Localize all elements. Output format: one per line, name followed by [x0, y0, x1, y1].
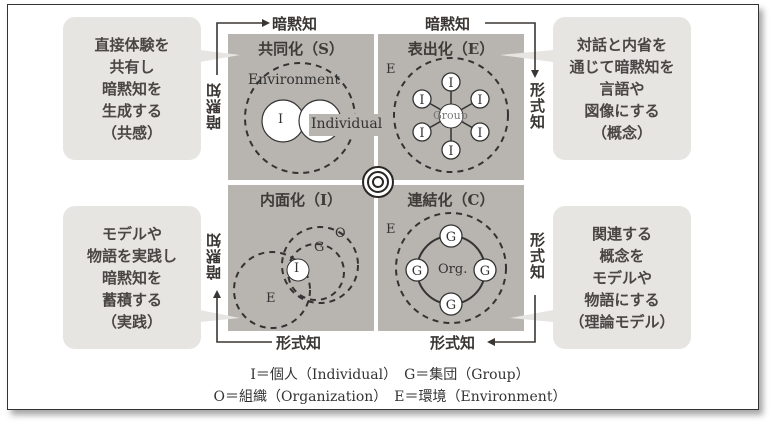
callout-line: 通じて暗黙知を — [569, 57, 675, 76]
individual-label: Individual — [311, 116, 383, 132]
arrow-explicit-to-explicit — [495, 295, 536, 343]
callout-line: 物語を実践し — [86, 246, 177, 265]
label-tacit-top-right: 暗黙知 — [425, 15, 471, 33]
callout-line: 言語や — [599, 79, 645, 98]
individual-node — [412, 89, 432, 109]
arrow-tacit-to-explicit — [485, 22, 536, 70]
label-tacit-left-top: 暗黙知 — [205, 82, 223, 130]
callout-line: 暗黙知を — [101, 268, 162, 287]
organization-circle — [281, 226, 359, 304]
callout-line: 共有し — [109, 57, 155, 76]
environment-circle — [233, 251, 311, 329]
callout-line: （共感） — [101, 123, 162, 142]
quadrant-title: 内面化（I） — [259, 191, 343, 209]
group-node — [439, 224, 463, 248]
individual-node-label: I — [448, 76, 453, 91]
callout-line: 物語にする — [584, 290, 660, 309]
group-node — [439, 292, 463, 316]
legend-line-1: I＝個人（Individual） G＝集団（Group） — [250, 367, 530, 383]
individual-circle — [286, 258, 310, 282]
individual-node — [470, 122, 490, 142]
legend-line-2: O＝組織（Organization） E＝環境（Environment） — [213, 389, 567, 405]
callout-line: （概念） — [591, 123, 652, 142]
callout-line: （実践） — [101, 312, 162, 331]
callout-socialization: 直接体験を 共有し 暗黙知を 生成する （共感） — [63, 17, 201, 160]
callout-externalization: 対話と内省を 通じて暗黙知を 言語や 図像にする （概念） — [553, 17, 691, 160]
group-circle — [287, 243, 345, 301]
environment-circle — [395, 212, 507, 324]
label-explicit-bottom-left: 形式知 — [276, 334, 322, 352]
callout-line: 関連する — [591, 224, 652, 243]
environment-mark: E — [386, 222, 396, 237]
quadrant-title: 表出化（E） — [407, 40, 495, 58]
group-node-label: G — [446, 298, 456, 313]
organization-mark: O — [335, 226, 346, 241]
group-node — [405, 258, 429, 282]
quadrant-socialization: 共同化（S） — [228, 34, 374, 180]
callout-line: モデルや — [101, 224, 162, 243]
group-node — [473, 258, 497, 282]
callout-pointer — [500, 50, 553, 62]
label-tacit-top-left: 暗黙知 — [272, 15, 318, 33]
group-circle — [438, 103, 464, 129]
callout-line: 概念を — [599, 246, 645, 265]
callout-pointer — [200, 50, 240, 62]
spiral-icon — [362, 166, 394, 198]
individual-node — [441, 140, 461, 160]
arrowhead-icon — [213, 290, 221, 298]
individual-node — [441, 72, 461, 92]
individual-node — [470, 89, 490, 109]
individual-node-label: I — [477, 93, 482, 108]
quadrant-title: 共同化（S） — [258, 40, 344, 58]
arrowhead-icon — [262, 19, 270, 27]
individual-node — [412, 122, 432, 142]
callout-line: 蓄積する — [101, 290, 162, 309]
arrow-tacit-to-tacit — [216, 22, 262, 75]
callout-line: （理論モデル） — [569, 312, 675, 331]
quadrant-title: 連結化（C） — [407, 191, 495, 209]
callout-line: 図像にする — [584, 101, 660, 120]
environment-label: Environment — [248, 72, 340, 88]
callout-line: 暗黙知を — [101, 79, 162, 98]
individual-node-label: I — [419, 93, 424, 108]
callout-combination: 関連する 概念を モデルや 物語にする （理論モデル） — [553, 206, 691, 349]
callout-pointer — [200, 310, 240, 322]
environment-circle — [393, 57, 509, 173]
group-mark: G — [314, 240, 325, 255]
environment-mark: E — [266, 291, 276, 306]
callout-line: 生成する — [101, 101, 162, 120]
label-explicit-right-top: 形式知 — [528, 82, 546, 130]
arrowhead-icon — [487, 338, 495, 346]
group-node-label: G — [446, 230, 456, 245]
label-explicit-right-bottom: 形式知 — [528, 232, 546, 280]
label-tacit-left-bottom: 暗黙知 — [205, 232, 223, 280]
individual-node-label: I — [448, 144, 453, 159]
callout-internalization: モデルや 物語を実践し 暗黙知を 蓄積する （実践） — [63, 206, 201, 349]
callout-line: モデルや — [591, 268, 652, 287]
arrowhead-icon — [531, 70, 539, 78]
individual-node-label: I — [419, 126, 424, 141]
environment-mark: E — [386, 62, 396, 77]
individual-mark: I — [278, 112, 284, 127]
organization-label: Org. — [438, 262, 468, 277]
callout-line: 直接体験を — [94, 35, 170, 54]
group-node-label: G — [412, 264, 422, 279]
individual-node-label: I — [477, 126, 482, 141]
individual-label-bg — [309, 114, 391, 136]
individual-mark: I — [294, 261, 300, 276]
callout-line: 対話と内省を — [576, 35, 667, 54]
group-node-label: G — [480, 264, 490, 279]
arrow-explicit-to-tacit — [216, 298, 272, 343]
callout-pointer — [510, 310, 553, 322]
group-label: Group — [433, 109, 468, 122]
label-explicit-bottom-right: 形式知 — [430, 334, 476, 352]
